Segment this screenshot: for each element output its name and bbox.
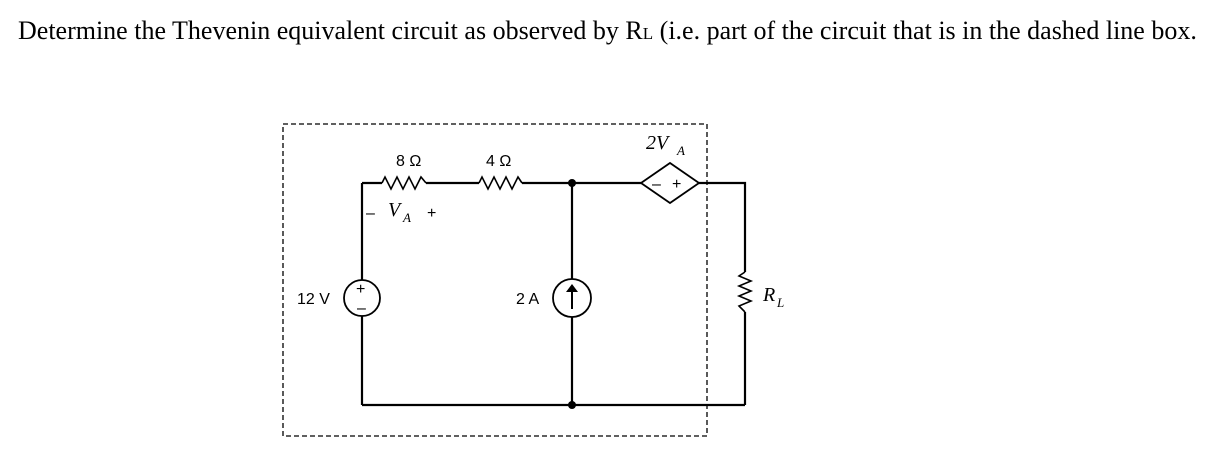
- junction-dot-top: [568, 179, 576, 187]
- load-resistor-label: R: [762, 284, 775, 306]
- resistor-4-ohm: [478, 175, 523, 191]
- voltage-source-plus: +: [356, 281, 365, 298]
- top-wire-to-load: [699, 181, 747, 272]
- va-label: V: [388, 199, 403, 221]
- current-source-label: 2 A: [516, 291, 539, 308]
- resistor-8-ohm-label: 8 Ω: [396, 153, 421, 170]
- question-text: Determine the Thevenin equivalent circui…: [18, 12, 1208, 52]
- resistor-8-ohm: [381, 175, 427, 191]
- va-minus-sign: –: [366, 205, 375, 222]
- voltage-source-12v: [343, 279, 381, 317]
- question-text-part-1: Determine the Thevenin equivalent circui…: [18, 16, 643, 45]
- question-subscript: L: [642, 24, 654, 43]
- dependent-source-label: 2V: [646, 132, 671, 154]
- dependent-source-plus: +: [672, 176, 681, 193]
- dependent-source-label-subscript: A: [676, 143, 685, 158]
- question-text-part-2: (i.e. part of the circuit that is in the…: [653, 16, 1197, 45]
- dependent-voltage-source: [639, 161, 701, 205]
- dependent-source-minus: –: [652, 176, 661, 193]
- resistor-4-ohm-label: 4 Ω: [486, 153, 511, 170]
- va-label-subscript: A: [402, 210, 411, 225]
- load-resistor: [736, 271, 754, 313]
- junction-dot-bottom: [568, 401, 576, 409]
- voltage-source-minus: –: [357, 300, 366, 317]
- load-resistor-label-subscript: L: [776, 295, 784, 310]
- va-plus-sign: +: [427, 205, 436, 222]
- arrow-up-icon: [566, 284, 578, 292]
- thevenin-dashed-box: [282, 123, 708, 437]
- voltage-source-label: 12 V: [297, 291, 330, 308]
